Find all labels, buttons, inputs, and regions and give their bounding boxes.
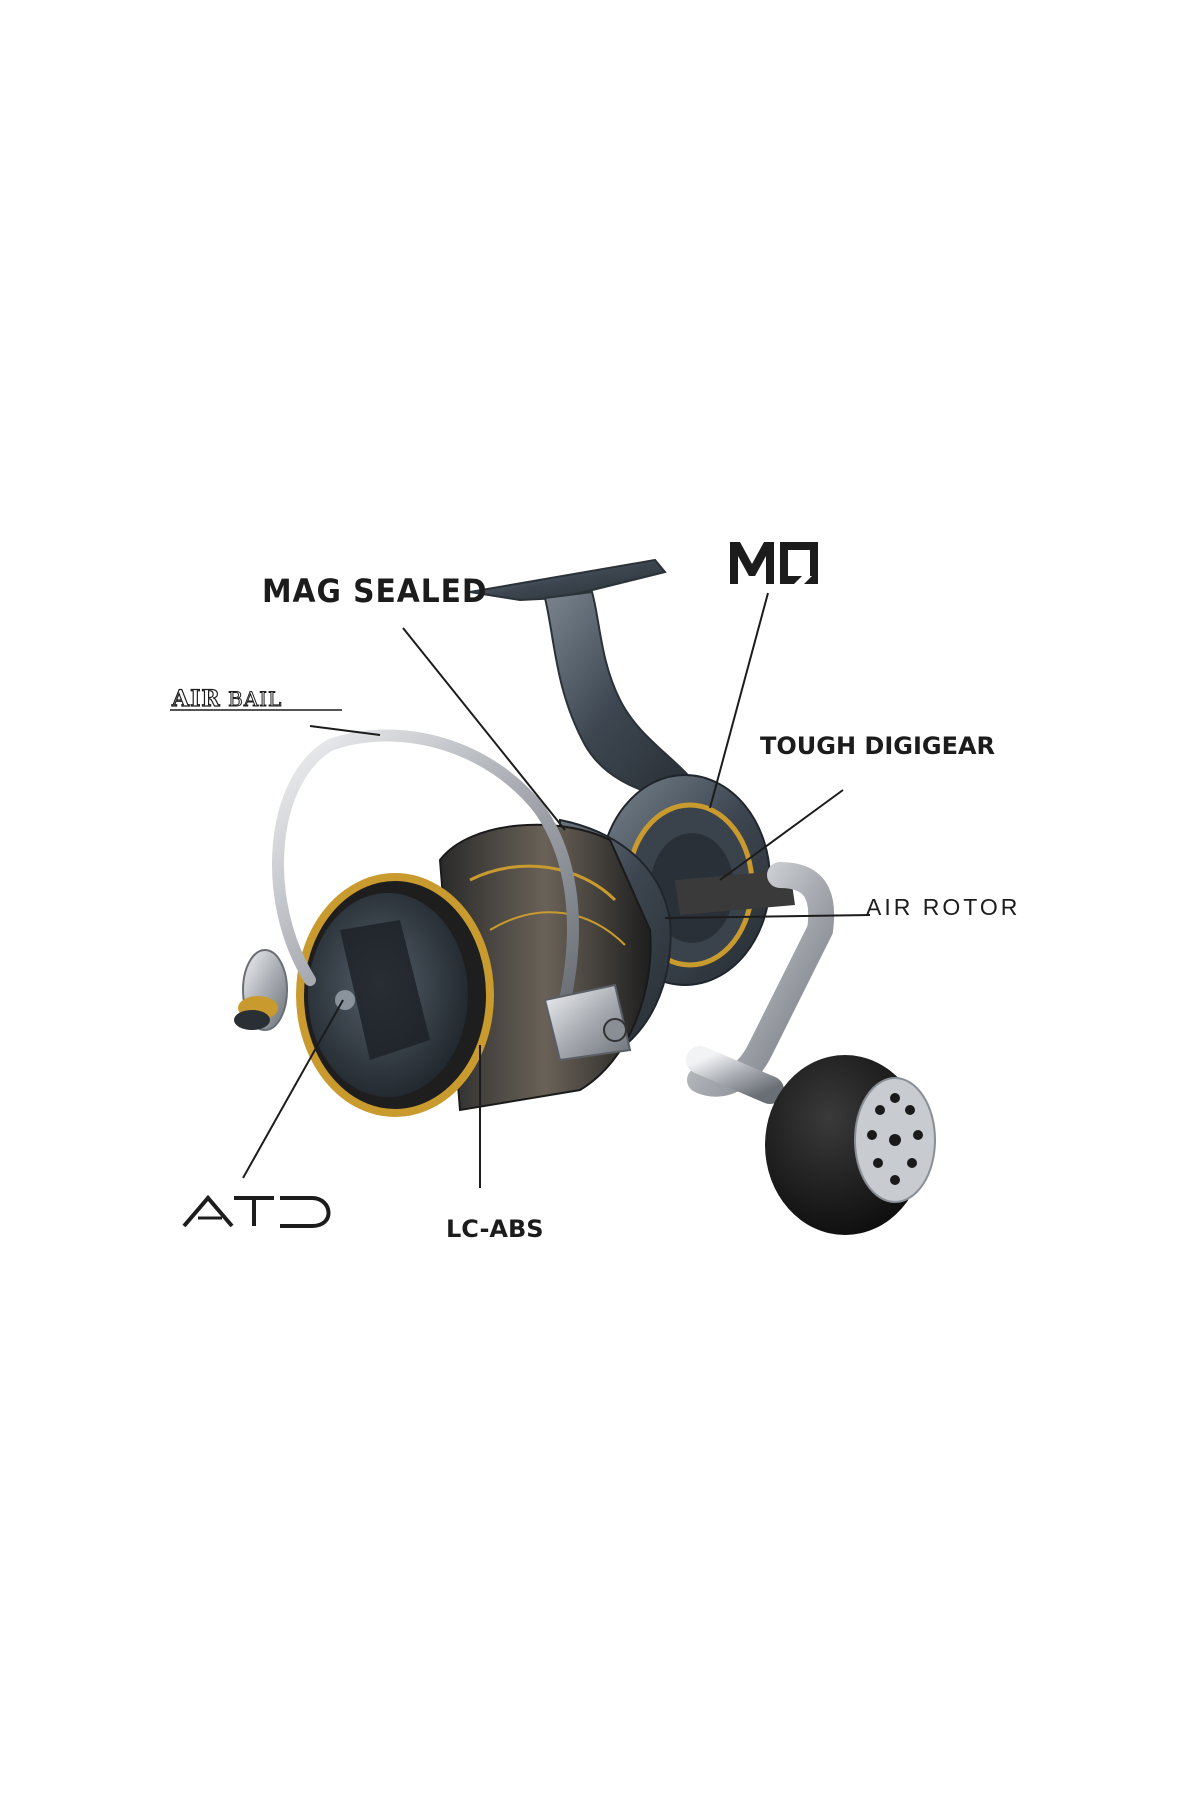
handle-knob <box>765 1055 936 1235</box>
label-tough-digigear: TOUGH DIGIGEAR <box>760 732 996 760</box>
logo-airbail: AIR BAIL <box>170 685 342 713</box>
leader-airbail <box>309 725 381 736</box>
leader-air-rotor <box>664 914 871 919</box>
label-mag-sealed: MAG SEALED <box>262 572 488 610</box>
label-air-rotor: AIR ROTOR <box>866 894 1021 920</box>
spool <box>296 823 652 1117</box>
leader-tough-digigear <box>719 789 844 881</box>
svg-text:BAIL: BAIL <box>228 687 282 711</box>
logo-mq <box>730 542 818 584</box>
logo-atd <box>182 1194 331 1228</box>
leader-mq <box>709 592 769 809</box>
leader-atd <box>242 999 344 1179</box>
label-lc-abs: LC-ABS <box>446 1215 544 1243</box>
reel-foot <box>469 558 702 802</box>
bail-wire <box>234 729 632 1062</box>
handle-arm <box>675 862 835 1104</box>
svg-text:AIR: AIR <box>171 686 221 712</box>
leader-mag-sealed <box>402 627 566 831</box>
